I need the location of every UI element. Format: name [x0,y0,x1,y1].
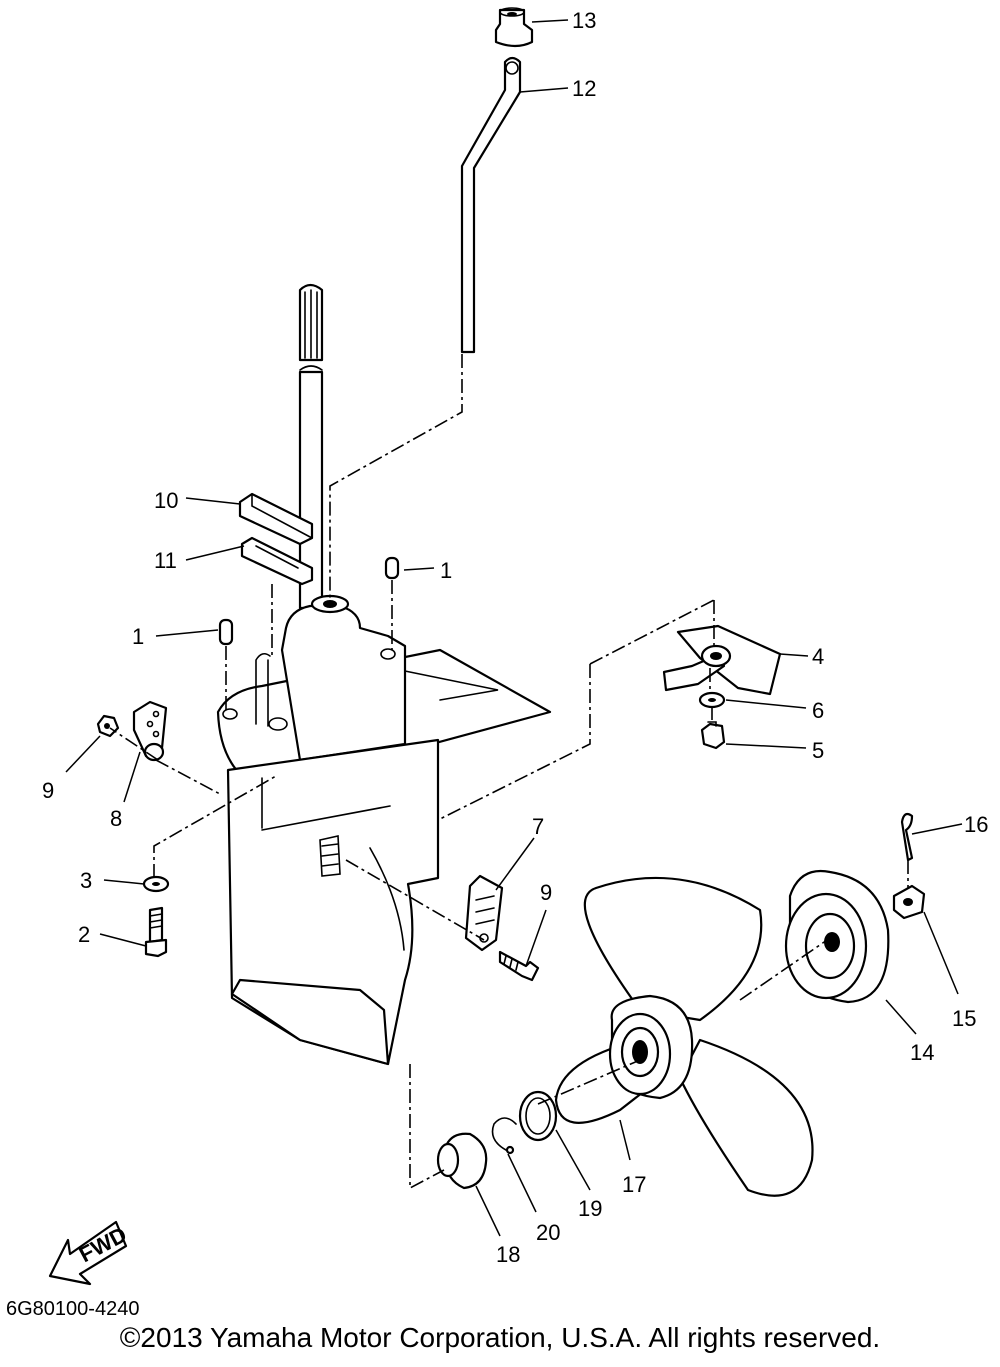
callout-6: 6 [812,698,824,723]
callout-9: 9 [540,880,552,905]
fwd-arrow-icon: FWD [48,1220,131,1286]
callout-21: 20 [536,1220,560,1245]
callout-18: 17 [622,1172,646,1197]
part-8-anode [132,700,168,762]
part-9-screw [498,950,540,982]
drive-shaft [298,283,324,610]
part-1-dowel-pin-left [218,618,234,646]
callout-14: 13 [572,8,596,33]
lower-casing [216,594,552,1066]
part-17-cotter-pin [900,812,914,862]
callout-20: 19 [578,1196,602,1221]
part-13-shift-rod [460,56,522,354]
part-20-washer [518,1090,558,1142]
part-2-bolt [144,906,168,958]
part-3-washer [142,875,170,893]
callout-5: 5 [812,738,824,763]
part-15-spacer [784,869,890,1004]
callout-4: 4 [812,644,824,669]
callout-13: 12 [572,76,596,101]
part-14-grommet [494,7,534,48]
part-5-bolt [700,721,726,750]
copyright-notice: ©2013 Yamaha Motor Corporation, U.S.A. A… [119,1322,881,1353]
part-19-spacer [436,1132,488,1190]
callout-7: 7 [532,814,544,839]
callout-1-right: 1 [440,558,452,583]
part-4-trim-tab [662,624,782,696]
callout-15: 14 [910,1040,934,1065]
callout-16: 15 [952,1006,976,1031]
leader-lines [65,19,963,1237]
part-16-nut [892,884,926,920]
callout-12: 11 [154,548,177,573]
callout-8: 8 [110,806,122,831]
part-6-washer [698,691,726,709]
callout-10: 9 [42,778,54,803]
diagram-code: 6G80100-4240 [6,1298,140,1320]
part-7-anode [464,874,504,952]
callout-17: 16 [964,812,988,837]
part-12-plate [240,536,314,586]
callout-2: 2 [78,922,90,947]
part-18-propeller [554,876,814,1197]
part-11-plate [238,492,314,546]
part-1-dowel-pin-right [384,556,400,580]
part-10-nut [96,714,120,738]
callout-3: 3 [80,868,92,893]
callout-19: 18 [496,1242,520,1267]
callout-11: 10 [154,488,178,513]
part-21-clip [491,1117,517,1155]
callout-1-left: 1 [132,624,144,649]
